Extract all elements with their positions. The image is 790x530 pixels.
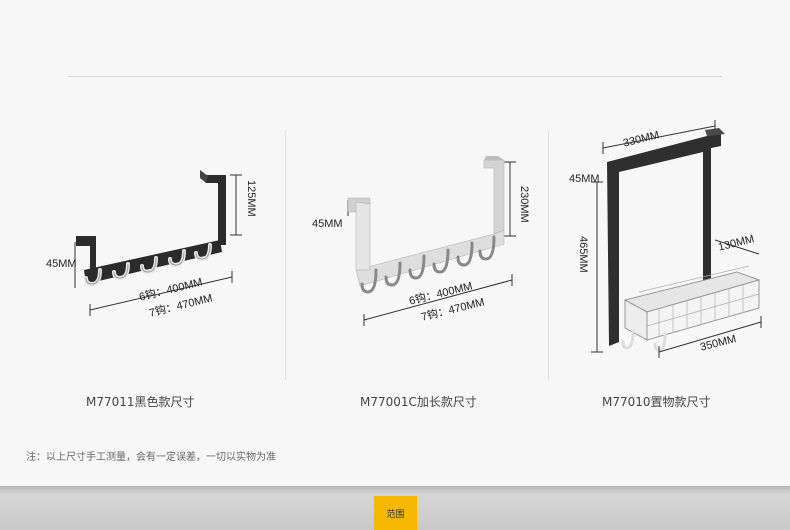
height-dimension-label: 230MM [518, 186, 530, 223]
product-black-hook-rack: 125MM 45MM 6钩：400MM 7钩：470MM [0, 120, 285, 380]
extended-hook-rack-illustration [347, 156, 516, 326]
product-storage-basket-rack: 330MM 45MM 465MM 130MM 350MM [549, 120, 790, 380]
measurement-note: 注：以上尺寸手工测量，会有一定误差，一切以实物为准 [26, 452, 276, 463]
product-caption-black: M77011黑色款尺寸 [86, 395, 195, 409]
product-extended-hook-rack: 230MM 45MM 6钩：400MM 7钩：470MM [286, 120, 548, 380]
storage-basket-illustration [591, 120, 762, 358]
depth-dimension-label: 45MM [46, 258, 77, 270]
depth-dimension-label: 45MM [312, 218, 343, 230]
top-divider [68, 76, 722, 77]
product-caption-extended: M77001C加长款尺寸 [360, 395, 477, 409]
section-tag: 范围 [374, 496, 417, 530]
depth-dimension-label: 45MM [569, 173, 600, 185]
height-dimension-label: 125MM [245, 180, 257, 217]
height-dimension-label: 465MM [577, 236, 589, 273]
black-hook-rack-illustration [74, 170, 242, 316]
column-divider [548, 130, 549, 380]
column-divider [285, 130, 286, 380]
product-caption-storage: M77010置物款尺寸 [602, 395, 711, 409]
